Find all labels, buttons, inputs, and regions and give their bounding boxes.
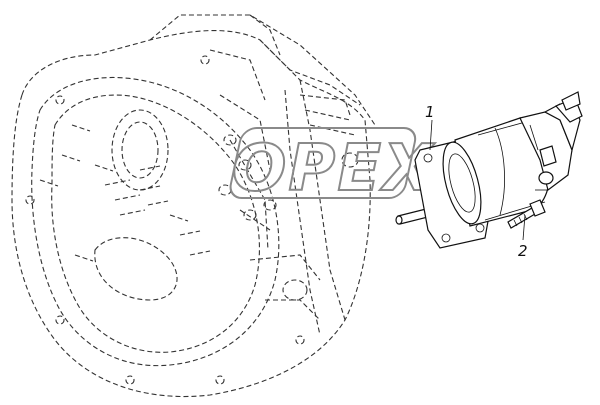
callout-label-1: 1: [425, 103, 435, 121]
callout-label-2: 2: [518, 242, 528, 260]
clutch-actuator-part: [395, 91, 583, 249]
callout-2: 2: [518, 214, 528, 260]
leader-line-1: [429, 119, 433, 151]
watermark: OPEX: [229, 127, 435, 207]
watermark-text: OPEX: [232, 132, 435, 206]
bolt-part: [507, 199, 546, 229]
gearbox-housing: [11, 14, 376, 398]
leader-line-2: [522, 214, 526, 241]
callout-1: 1: [425, 103, 435, 151]
